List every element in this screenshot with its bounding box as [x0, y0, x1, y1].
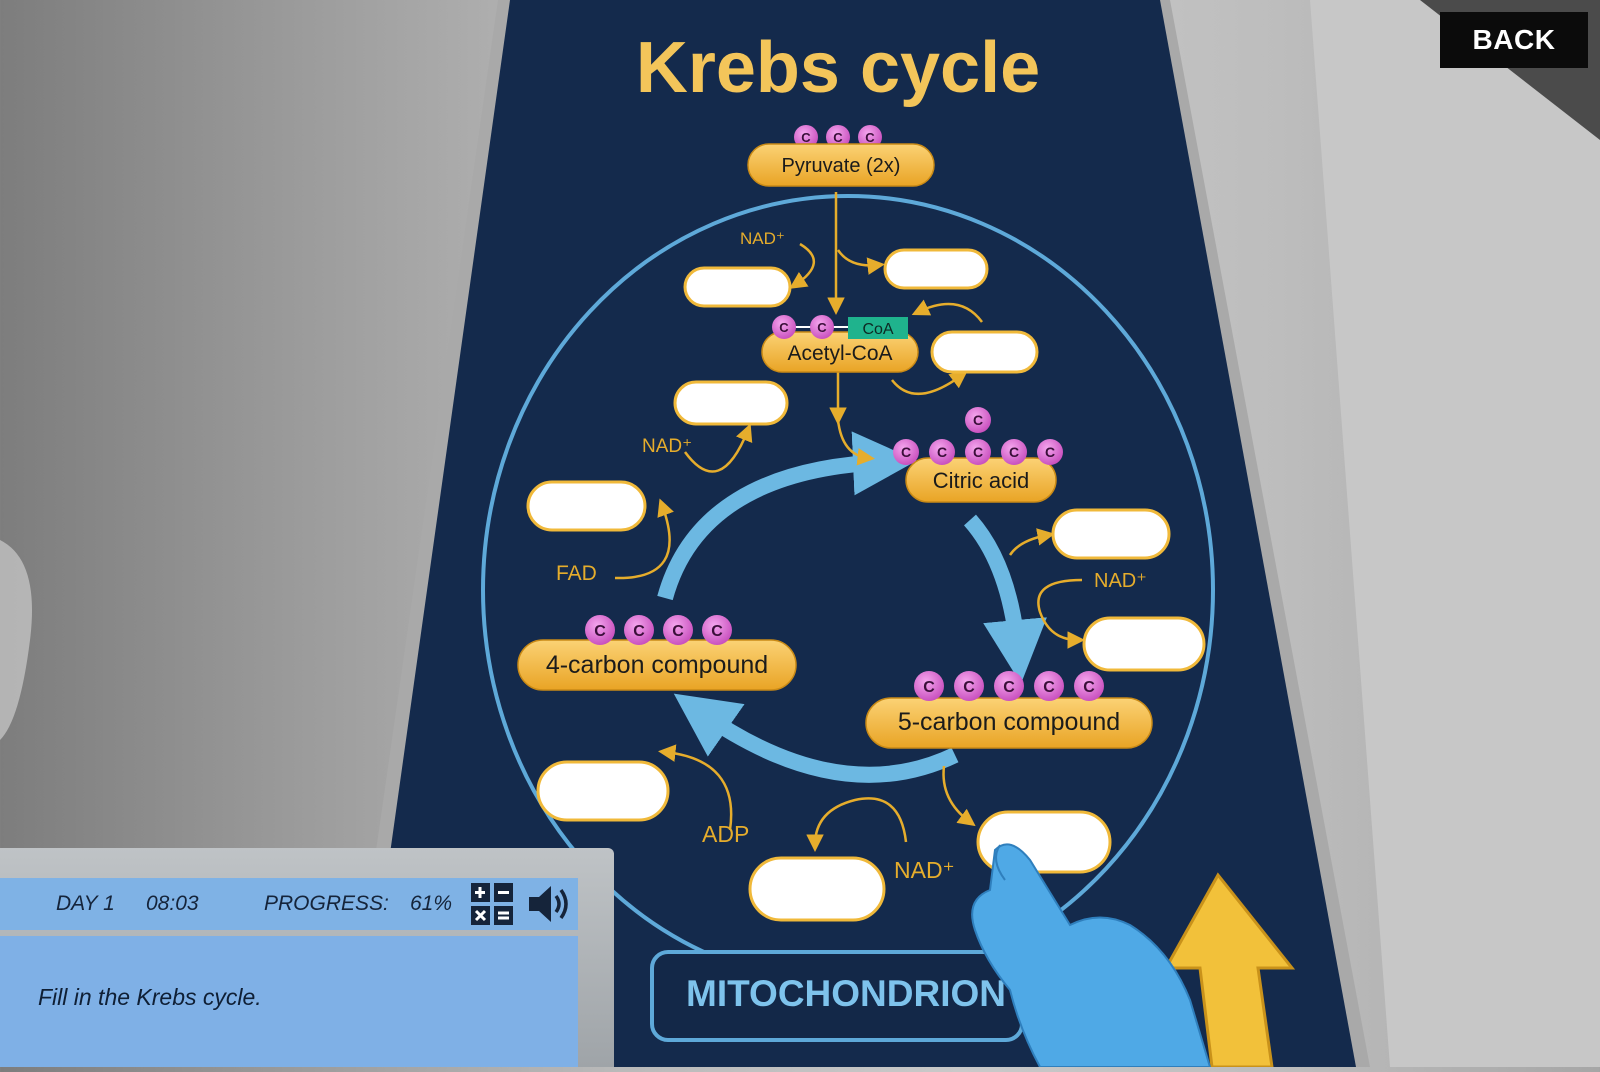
nad-label-1: NAD⁺: [740, 229, 785, 248]
nad-label-4: NAD⁺: [894, 857, 955, 883]
answer-slot-9[interactable]: [748, 856, 886, 922]
mitochondrion-label: MITOCHONDRION: [686, 973, 1006, 1014]
citric-acid-molecule[interactable]: C C C C C C Citric acid: [893, 407, 1063, 503]
progress-label: PROGRESS:: [264, 892, 389, 915]
atom-label: C: [1003, 679, 1015, 696]
atom-label: C: [963, 679, 975, 696]
back-button[interactable]: BACK: [1440, 12, 1588, 68]
nad-label-2: NAD⁺: [642, 436, 692, 457]
atom-label: C: [865, 130, 875, 145]
atom-label: C: [594, 623, 606, 640]
task-text: Fill in the Krebs cycle.: [38, 984, 262, 1010]
atom-label: C: [672, 623, 684, 640]
atom-label: C: [779, 320, 789, 335]
four-carbon-label: 4-carbon compound: [546, 651, 768, 679]
cycle-arrow-top: [657, 431, 917, 601]
atom-label: C: [1083, 679, 1095, 696]
nad-label-3: NAD⁺: [1094, 570, 1147, 592]
day-indicator: DAY 1: [56, 892, 115, 915]
adp-label: ADP: [702, 821, 749, 847]
hud-status-bar: DAY 1 08:03 PROGRESS: 61%: [0, 878, 578, 930]
answer-slot-2[interactable]: [883, 248, 989, 290]
atom-label: C: [901, 444, 911, 460]
atom-label: C: [711, 623, 723, 640]
atom-label: C: [817, 320, 827, 335]
atom-label: C: [937, 444, 947, 460]
answer-slot-5[interactable]: [526, 480, 647, 532]
answer-slot-3[interactable]: [930, 330, 1039, 374]
fad-label: FAD: [556, 562, 597, 585]
speaker-icon[interactable]: [526, 881, 574, 927]
atom-label: C: [973, 444, 983, 460]
answer-slot-1[interactable]: [683, 266, 792, 308]
citric-acid-label: Citric acid: [933, 468, 1030, 493]
atom-label: C: [973, 412, 983, 428]
atom-label: C: [833, 130, 843, 145]
acetyl-coa-molecule[interactable]: C C CoA Acetyl-CoA: [761, 315, 919, 373]
five-carbon-label: 5-carbon compound: [898, 708, 1120, 736]
atom-label: C: [1045, 444, 1055, 460]
pyruvate-label: Pyruvate (2x): [782, 155, 901, 177]
five-carbon-molecule[interactable]: C C C C C 5-carbon compound: [865, 671, 1153, 749]
answer-slot-7[interactable]: [1082, 616, 1206, 672]
pyruvate-atoms: C C C: [794, 125, 882, 149]
progress-value: 61%: [410, 892, 453, 915]
answer-slot-6[interactable]: [1051, 508, 1171, 560]
pathway-arrows: [614, 192, 1085, 852]
atom-label: C: [923, 679, 935, 696]
answer-slot-8[interactable]: [536, 760, 670, 822]
cycle-arrow-right: [963, 514, 1047, 684]
atom-label: C: [633, 623, 645, 640]
acetyl-coa-label: Acetyl-CoA: [787, 342, 892, 365]
answer-slot-4[interactable]: [673, 380, 789, 426]
answer-slots: [526, 248, 1206, 922]
atom-label: C: [1043, 679, 1055, 696]
atom-label: C: [1009, 444, 1019, 460]
coa-tag: [848, 317, 908, 339]
pyruvate-molecule[interactable]: C C C Pyruvate (2x): [747, 125, 935, 187]
sphere-object: [0, 540, 32, 740]
clock: 08:03: [146, 892, 199, 915]
wall-panel: [1310, 0, 1600, 1067]
atom-label: C: [801, 130, 811, 145]
coa-tag-label: CoA: [862, 321, 893, 338]
poster-title: Krebs cycle: [636, 28, 1040, 108]
calculator-icon[interactable]: [468, 881, 516, 927]
four-carbon-molecule[interactable]: C C C C 4-carbon compound: [517, 615, 797, 691]
hud-tablet: DAY 1 08:03 PROGRESS: 61% Fill: [0, 848, 614, 1067]
cycle-arrow-bottom: [673, 693, 959, 783]
task-panel: Fill in the Krebs cycle.: [0, 936, 578, 1067]
